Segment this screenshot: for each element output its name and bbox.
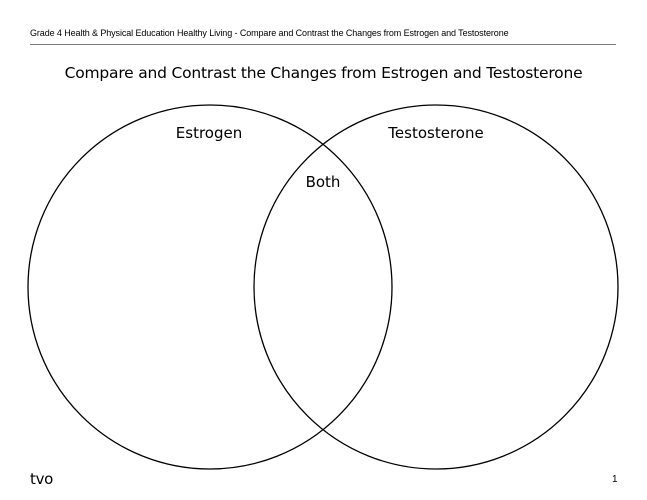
testosterone-circle [253, 104, 619, 470]
page-number: 1 [612, 474, 618, 485]
estrogen-label: Estrogen [175, 124, 243, 142]
page-title: Compare and Contrast the Changes from Es… [64, 64, 583, 82]
testosterone-label: Testosterone [388, 124, 484, 142]
both-label: Both [305, 173, 341, 191]
running-header: Grade 4 Health & Physical Education Heal… [30, 28, 509, 38]
tvo-logo: tvo [30, 470, 54, 488]
header-divider [30, 44, 616, 45]
estrogen-circle [27, 104, 393, 470]
